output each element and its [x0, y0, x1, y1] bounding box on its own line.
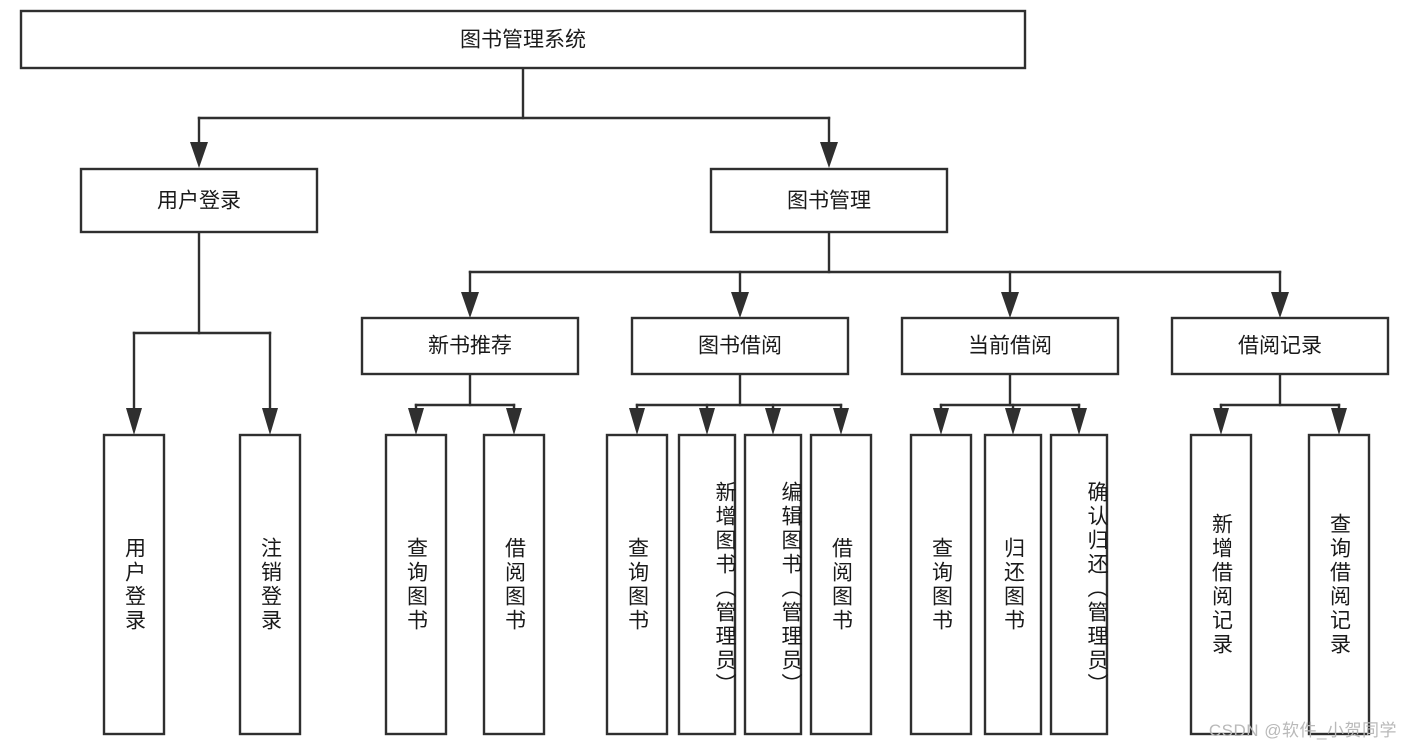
- node-label-book-borrow: 图书借阅: [698, 335, 782, 358]
- node-box-leaf-query-record[interactable]: [1307, 433, 1371, 736]
- csdn-watermark: CSDN @软件_小贺同学: [1208, 721, 1397, 740]
- node-box-user-login[interactable]: [79, 167, 319, 234]
- node-box-borrow-record[interactable]: [1170, 316, 1390, 376]
- arrow-head-leaf-confirm-return: [1071, 408, 1087, 435]
- arrow-head-leaf-borrow-book-1: [506, 408, 522, 435]
- node-box-current-borrow[interactable]: [900, 316, 1120, 376]
- node-box-leaf-query-book-1[interactable]: [384, 433, 448, 736]
- arrow-head-to-book-mgmt: [820, 142, 838, 168]
- node-label-new-book-recommend: 新书推荐: [428, 335, 512, 358]
- arrow-head-to-current-borrow: [1001, 292, 1019, 318]
- arrow-head-leaf-query-record: [1331, 408, 1347, 435]
- arrow-head-leaf-query-book-2: [629, 408, 645, 435]
- arrow-head-leaf-add-book: [699, 408, 715, 435]
- node-box-book-borrow[interactable]: [630, 316, 850, 376]
- arrow-head-leaf-user-login: [126, 408, 142, 435]
- arrow-head-to-borrow-record: [1271, 292, 1289, 318]
- arrow-head-leaf-return-book: [1005, 408, 1021, 435]
- node-label-borrow-record: 借阅记录: [1238, 335, 1322, 358]
- arrow-head-leaf-add-record: [1213, 408, 1229, 435]
- connector-group-current-borrow: [933, 372, 1087, 435]
- arrow-head-to-book-borrow: [731, 292, 749, 318]
- connector-group-book-borrow: [629, 372, 849, 435]
- arrow-head-leaf-query-book-1: [408, 408, 424, 435]
- node-box-leaf-logout[interactable]: [238, 433, 302, 736]
- arrow-head-leaf-query-book-3: [933, 408, 949, 435]
- arrow-head-leaf-logout: [262, 408, 278, 435]
- connector-group-borrow-record: [1213, 372, 1347, 435]
- node-box-leaf-borrow-book-1[interactable]: [482, 433, 546, 736]
- node-box-new-book-recommend[interactable]: [360, 316, 580, 376]
- connector-group-root-to-level2: [190, 66, 838, 168]
- node-box-leaf-add-record[interactable]: [1189, 433, 1253, 736]
- node-box-leaf-confirm-return[interactable]: [1049, 433, 1109, 736]
- node-box-root[interactable]: [19, 9, 1027, 70]
- node-box-leaf-return-book[interactable]: [983, 433, 1043, 736]
- arrow-head-to-new-book-rec: [461, 292, 479, 318]
- connector-group-book-mgmt: [461, 230, 1289, 318]
- node-box-leaf-borrow-book-2[interactable]: [809, 433, 873, 736]
- node-box-leaf-add-book[interactable]: [677, 433, 737, 736]
- node-label-root: 图书管理系统: [460, 29, 586, 52]
- node-label-book-management: 图书管理: [787, 190, 871, 213]
- node-label-user-login: 用户登录: [157, 190, 241, 213]
- node-label-current-borrow: 当前借阅: [968, 335, 1052, 358]
- node-box-book-management[interactable]: [709, 167, 949, 234]
- node-box-leaf-edit-book[interactable]: [743, 433, 803, 736]
- node-box-leaf-user-login[interactable]: [102, 433, 166, 736]
- connector-group-new-book-rec: [408, 372, 522, 435]
- node-box-leaf-query-book-2[interactable]: [605, 433, 669, 736]
- connector-group-user-login: [126, 230, 278, 435]
- arrow-head-leaf-borrow-book-2: [833, 408, 849, 435]
- node-box-leaf-query-book-3[interactable]: [909, 433, 973, 736]
- arrow-head-leaf-edit-book: [765, 408, 781, 435]
- arrow-head-to-user-login: [190, 142, 208, 168]
